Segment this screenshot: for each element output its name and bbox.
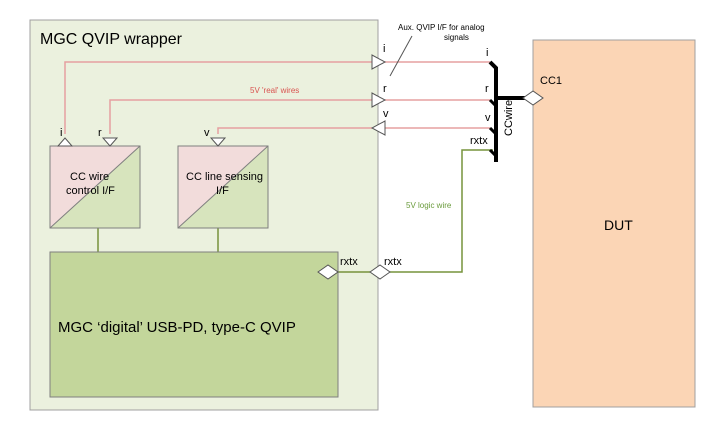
cc-control-line1: CC wire [70, 171, 109, 183]
wrapper-port-r-icon [371, 92, 387, 108]
cc-sense-line2: I/F [216, 185, 229, 197]
wire-i [64, 61, 372, 134]
dut-label: DUT [604, 217, 633, 233]
wrapper-port-rxtx-icon [369, 264, 391, 280]
digital-qvip-block [49, 251, 339, 398]
dut-pin-label: CC1 [540, 75, 562, 87]
cc-control-line2: control I/F [66, 185, 115, 197]
wire-v [217, 127, 372, 134]
wire-r [109, 99, 372, 134]
wrapper-port-i-label: i [383, 43, 385, 55]
wrapper-port-v-label: v [383, 108, 389, 120]
wrapper-title: MGC QVIP wrapper [40, 31, 183, 48]
cc-wire-bus: i r v rxtx CCwire [470, 47, 544, 162]
digital-qvip-title: MGC ‘digital’ USB-PD, type-C QVIP [58, 319, 296, 336]
digital-port-label: rxtx [340, 256, 358, 268]
aux-note-arrow [389, 35, 413, 77]
port-v-down-icon [209, 137, 227, 147]
cc-line-sensing-block: CC line sensing I/F v [177, 127, 269, 229]
cc-sense-port-v: v [204, 127, 210, 139]
analog-wires [64, 61, 490, 134]
digital-port-bidir-icon [317, 264, 339, 280]
logic-wire-label: 5V logic wire [406, 201, 452, 210]
ccwire-tap-v: v [485, 112, 491, 124]
ccwire-tap-i: i [486, 47, 488, 59]
internal-connectors [97, 228, 370, 273]
ccwire-tap-r: r [485, 83, 489, 95]
wrapper-port-i-icon [371, 54, 387, 70]
ccwire-tap-rxtx: rxtx [470, 135, 488, 147]
port-i-up-icon [56, 137, 74, 147]
port-r-down-icon [101, 137, 119, 147]
wrapper-ports: i r v rxtx [369, 43, 402, 280]
aux-note-line2: signals [444, 33, 469, 42]
wrapper-port-v-icon [370, 120, 386, 136]
logic-wire [390, 149, 493, 273]
cc-sense-line1: CC line sensing [186, 171, 263, 183]
real-wires-label: 5V 'real' wires [250, 86, 299, 95]
wrapper-port-rxtx-label: rxtx [384, 256, 402, 268]
wrapper-port-r-label: r [383, 83, 387, 95]
cc-wire-control-block: CC wire control I/F i r [49, 127, 141, 229]
cc-control-port-r: r [98, 127, 102, 139]
cc-control-port-i: i [60, 127, 62, 139]
aux-note-line1: Aux. QVIP I/F for analog [398, 23, 485, 32]
dut-box [532, 39, 696, 408]
ccwire-label: CCwire [503, 100, 515, 136]
cc1-pin-bidir-icon [522, 90, 544, 106]
